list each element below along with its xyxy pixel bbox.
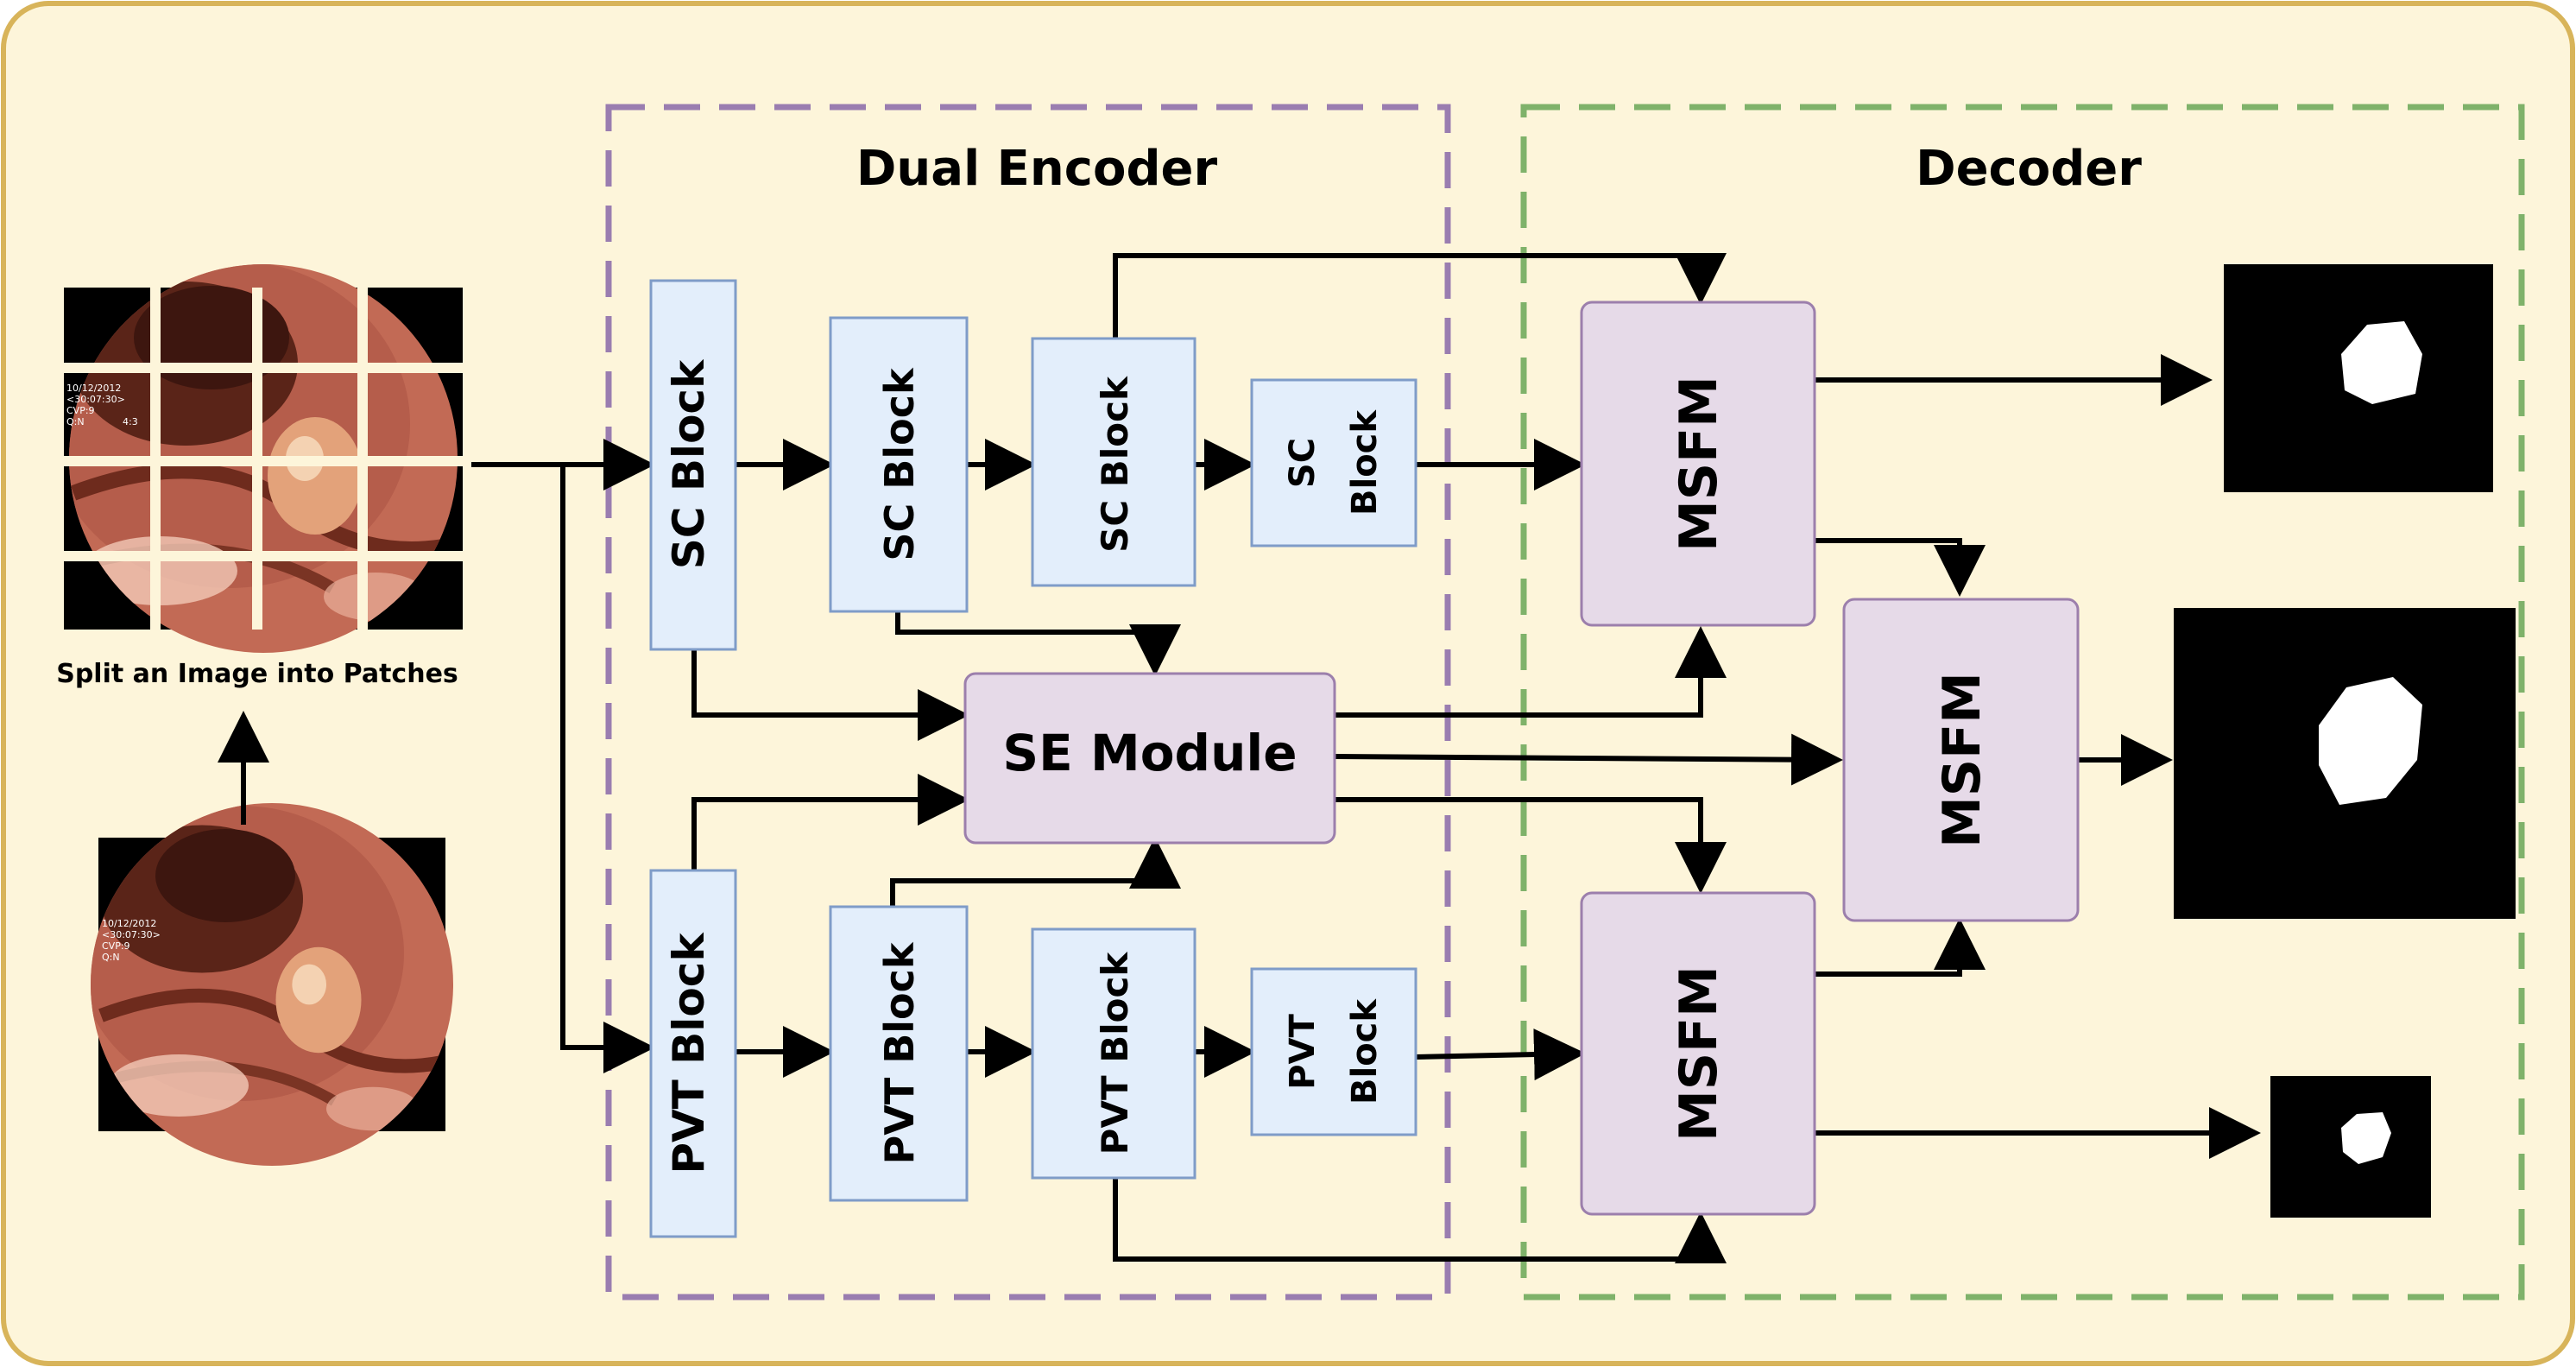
arrow-pvt3-msfm3-bottom	[1113, 1178, 1727, 1263]
arrow-pvt4-msfm3	[1415, 1028, 1586, 1081]
arrow-pvt2-se	[890, 837, 1181, 907]
pvt-block-2-label: PVT Block	[876, 941, 923, 1164]
arrow-sc3-msfm1-top	[1113, 253, 1727, 339]
overlay-text-3b: CVP:9	[102, 940, 130, 952]
pvt-block-4-label-line1: PVT	[1283, 1014, 1323, 1090]
overlay-text-1b: 10/12/2012	[102, 918, 156, 929]
output-mask-bottom	[2270, 1076, 2431, 1218]
overlay-text-4b: Q:N	[102, 952, 120, 963]
arrow-pvt1-se	[691, 774, 969, 870]
se-module: SE Module	[963, 672, 1336, 845]
pvt-block-4-label-line2: Block	[1345, 998, 1385, 1104]
encoder-title: Dual Encoder	[856, 141, 1218, 197]
arrow-sc2-se	[895, 611, 1181, 676]
sc-block-4: SC Block	[1250, 378, 1417, 547]
arrow-sc1-se	[691, 649, 969, 741]
arrow-se-msfm2	[1334, 733, 1843, 786]
pvt-block-1-label: PVT Block	[664, 932, 714, 1174]
pvt-block-2: PVT Block	[829, 905, 969, 1202]
arrow-se-msfm3	[1335, 797, 1727, 894]
input-image: 10/12/2012 <30:07:30> CVP:9 Q:N	[70, 782, 474, 1187]
se-module-label: SE Module	[1002, 724, 1297, 782]
msfm-block-3: MSFM	[1580, 891, 1816, 1216]
output-mask-top	[2224, 264, 2493, 492]
sc-block-4-label-line1: SC	[1283, 438, 1323, 488]
msfm-block-2: MSFM	[1842, 598, 2080, 922]
overlay-text-2b: <30:07:30>	[102, 929, 161, 940]
arrow-se-msfm1	[1335, 626, 1727, 718]
connections	[218, 253, 2261, 1263]
arrow-msfm1-msfm2	[1815, 538, 1986, 597]
overlay-text-3: CVP:9	[66, 405, 95, 416]
pvt-block-3: PVT Block	[1031, 927, 1196, 1180]
sc-block-2: SC Block	[829, 316, 969, 613]
sc-block-2-label: SC Block	[876, 367, 923, 561]
patch-grid-lines	[64, 288, 463, 630]
msfm-block-2-label: MSFM	[1932, 672, 1992, 848]
output-mask-middle	[2174, 608, 2516, 919]
sc-block-1-label: SC Block	[664, 358, 714, 569]
overlay-text-1: 10/12/2012	[66, 383, 121, 394]
decoder-group	[1520, 104, 2525, 1301]
overlay-text-right: 4:3	[123, 416, 138, 427]
patched-image: 10/12/2012 <30:07:30> CVP:9 Q:N 4:3	[64, 234, 463, 683]
pvt-block-4: PVT Block	[1250, 967, 1417, 1136]
arrow-msfm3-msfm2	[1815, 918, 1986, 977]
pvt-block-3-label: PVT Block	[1094, 952, 1136, 1155]
patch-caption: Split an Image into Patches	[56, 659, 458, 689]
sc-block-1: SC Block	[649, 279, 737, 651]
dual-encoder-group	[605, 104, 1451, 1301]
overlay-text-4: Q:N	[66, 416, 85, 427]
pvt-block-1: PVT Block	[649, 869, 737, 1238]
sc-block-3: SC Block	[1031, 337, 1196, 587]
sc-block-4-label-line2: Block	[1345, 409, 1385, 516]
decoder-title: Decoder	[1916, 141, 2142, 197]
msfm-block-3-label: MSFM	[1669, 965, 1729, 1142]
msfm-block-1-label: MSFM	[1669, 376, 1729, 552]
sc-block-3-label: SC Block	[1094, 376, 1136, 553]
arrow-patches-to-pvt1	[560, 465, 655, 1073]
overlay-text-2: <30:07:30>	[66, 394, 125, 405]
msfm-block-1: MSFM	[1580, 301, 1816, 627]
